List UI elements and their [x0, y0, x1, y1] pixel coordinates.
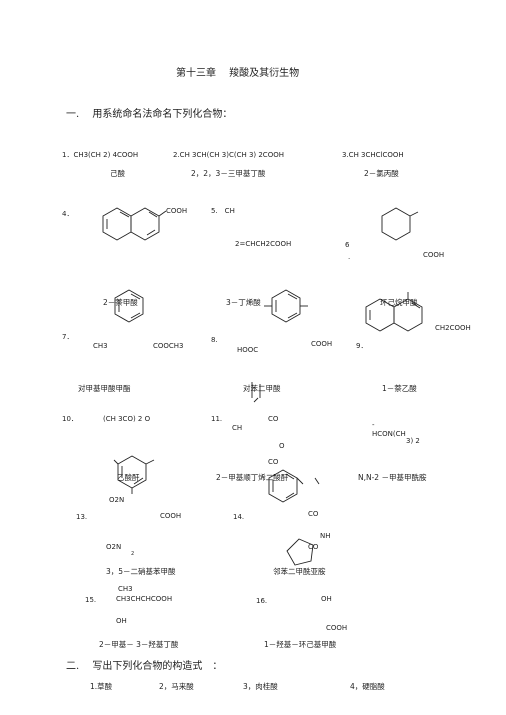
answer-13: 3，5－二硝基苯甲酸: [106, 567, 176, 576]
question-11-o: O: [279, 442, 285, 450]
answer-15: 2－甲基－ 3－羟基丁酸: [99, 640, 179, 649]
question-7-ch3: CH3: [93, 342, 108, 350]
question-14: 14.: [233, 513, 245, 521]
question-8-hooc: HOOC: [237, 346, 259, 354]
question-16-cooh: COOH: [326, 624, 348, 632]
answer-14: 邻苯二甲酰亚胺: [273, 567, 326, 576]
question-6-dot: .: [348, 253, 351, 261]
question-15: 15.: [85, 596, 97, 604]
answer-4: 2－萘甲酸: [103, 298, 138, 307]
question-12-sub: 3) 2: [406, 437, 420, 445]
question-15-oh: OH: [116, 617, 127, 625]
question-11-ch: CH: [232, 424, 243, 432]
question-11-co: CO: [268, 415, 279, 423]
answer-6: 环己烷甲酸: [380, 298, 418, 307]
section-2-item-1: 1.草酸: [90, 682, 113, 691]
question-13-cooh: COOH: [160, 512, 182, 520]
question-4: 4．: [62, 210, 74, 218]
phthalimide-structure: [268, 469, 320, 503]
answer-1: 己酸: [110, 169, 125, 178]
question-11: 11.: [211, 415, 223, 423]
benzene-ring-13: [113, 455, 155, 494]
question-16: 16.: [256, 597, 268, 605]
question-15-formula: CH3CHCHCOOH: [116, 595, 173, 603]
question-10-formula: (CH 3CO) 2 O: [103, 415, 151, 423]
section-2-item-4: 4，硬脂酸: [350, 682, 385, 691]
question-13-subscript: 2: [131, 551, 135, 557]
question-5-formula: 2=CHCH2COOH: [235, 240, 292, 248]
section-1-heading: 一. 用系统命名法命名下列化合物：: [66, 109, 233, 120]
question-6-cooh: COOH: [423, 251, 445, 259]
question-11-co2: CO: [268, 458, 279, 466]
question-4-cooh: COOH: [166, 207, 188, 215]
benzene-ring-2: [264, 289, 308, 323]
benzene-ring-1: [114, 289, 144, 323]
question-8-cooh: COOH: [311, 340, 333, 348]
answer-8: 对苯二甲酸: [243, 384, 281, 393]
answer-9: 1－萘乙酸: [382, 384, 417, 393]
page-title: 第十三章 羧酸及其衍生物: [176, 68, 300, 79]
question-13-o2n: O2N: [109, 496, 125, 504]
question-10: 10．: [62, 415, 78, 423]
five-ring-structure: [286, 538, 314, 566]
question-6: 6: [345, 241, 350, 249]
answer-5: 3－丁烯酸: [226, 298, 261, 307]
question-14-nh: NH: [320, 532, 331, 540]
answer-2: 2，2，3－三甲基丁酸: [191, 169, 266, 178]
benzene-fragment-3: [251, 382, 261, 403]
answer-12: N,N-2 －甲基甲酰胺: [358, 473, 427, 482]
question-12: HCON(CH: [372, 430, 406, 438]
question-14-co: CO: [308, 510, 319, 518]
question-2: 2.CH 3CH(CH 3)C(CH 3) 2COOH: [173, 151, 284, 159]
section-2-item-3: 3，肉桂酸: [243, 682, 278, 691]
answer-16: 1－羟基－环己基甲酸: [264, 640, 337, 649]
question-9-ch2cooh: CH2COOH: [435, 324, 471, 332]
question-7-ester: COOCH3: [153, 342, 184, 350]
question-1: 1．CH3(CH 2) 4COOH: [62, 151, 139, 159]
question-5: 5. CH: [211, 207, 235, 215]
answer-3: 2－氯丙酸: [364, 169, 399, 178]
answer-10: 乙酸酐: [117, 473, 140, 482]
question-8: 8.: [211, 336, 218, 344]
question-9: 9．: [356, 342, 368, 350]
question-13-o2n-2: O2N: [106, 543, 122, 551]
section-2-heading: 二. 写出下列化合物的构造式 ：: [66, 661, 223, 672]
answer-7: 对甲基甲酸甲酯: [78, 384, 131, 393]
section-2-item-2: 2，马来酸: [159, 682, 194, 691]
cyclohexane-structure: [381, 207, 419, 241]
naphthalene-structure: [102, 207, 167, 241]
question-3: 3.CH 3CHClCOOH: [342, 151, 404, 159]
answer-11: 2－甲基顺丁烯二酸酐: [216, 473, 289, 482]
question-16-oh: OH: [321, 595, 332, 603]
naphthalene-structure-2: [365, 292, 423, 332]
question-12-dash: -: [372, 421, 375, 429]
question-13: 13.: [76, 513, 88, 521]
question-7: 7．: [62, 333, 74, 341]
question-15-ch3: CH3: [118, 585, 133, 593]
